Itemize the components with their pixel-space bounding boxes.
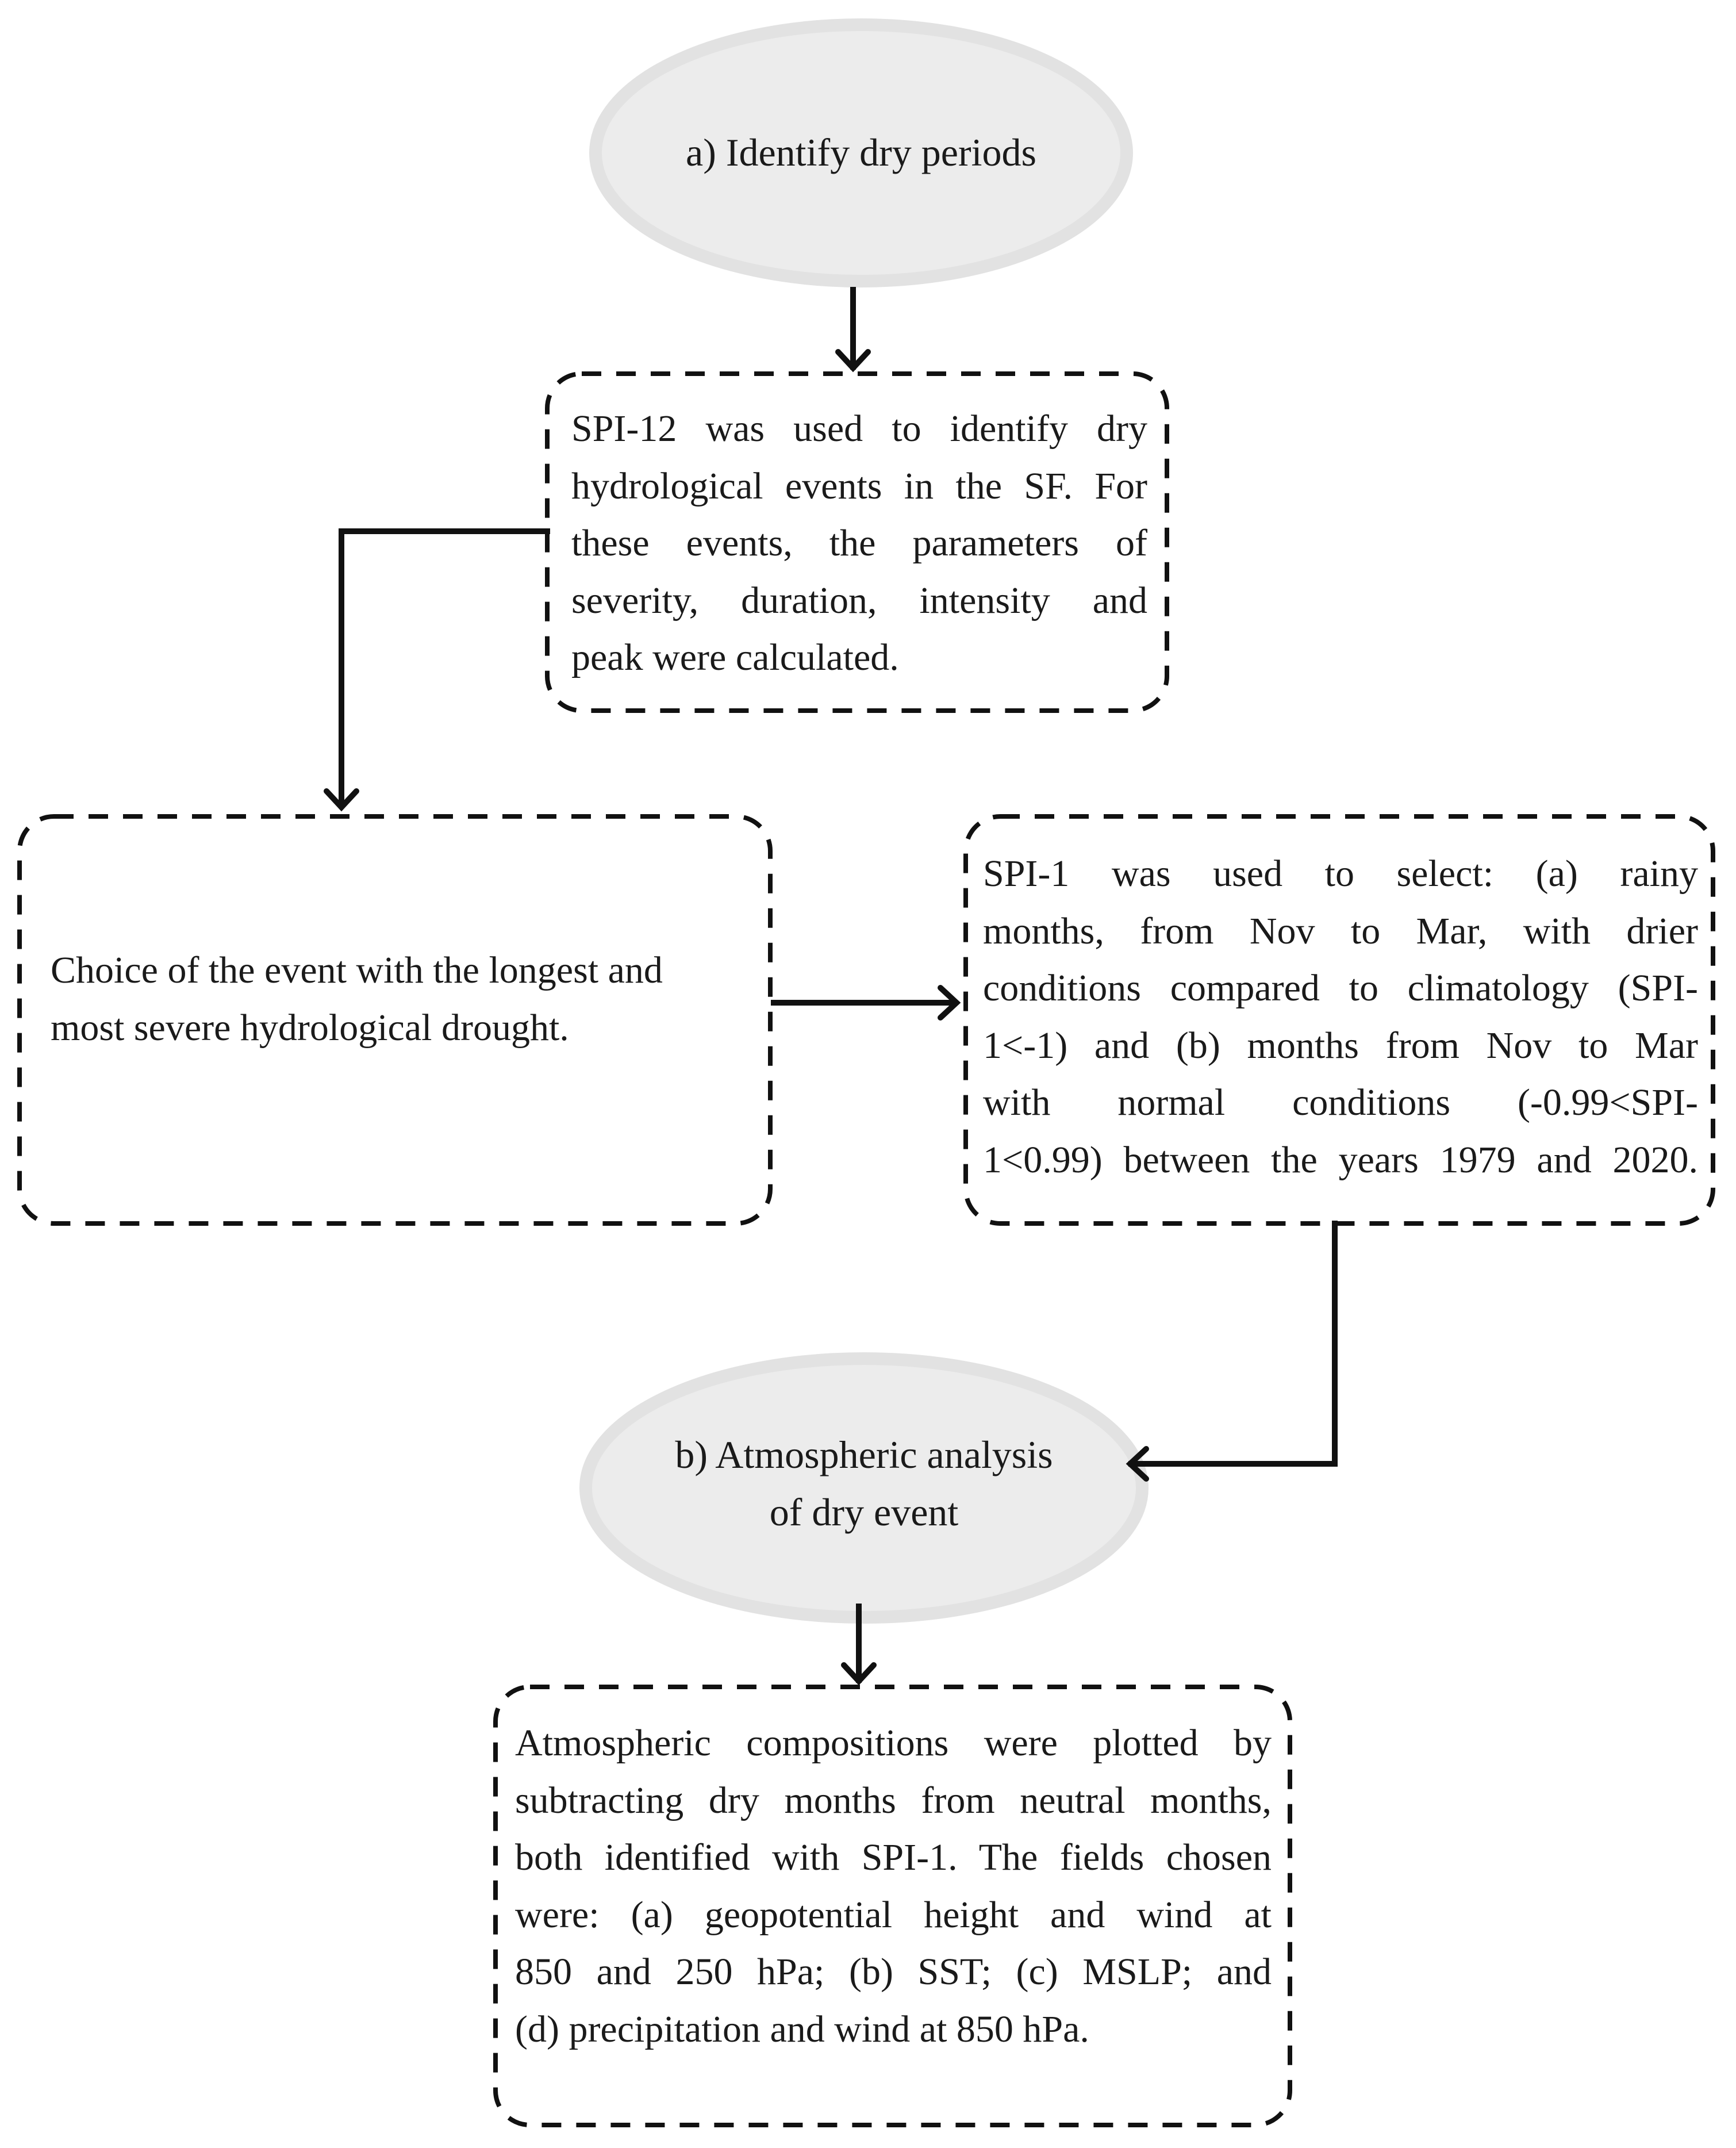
- arrowhead-choice-to-spi1: [938, 985, 961, 1021]
- spi12-line-2: hydrological events in the SF. For: [571, 465, 1147, 507]
- choice-event-text: Choice of the event with the longest and…: [51, 942, 758, 1056]
- atmospheric-line-2: of dry event: [769, 1490, 959, 1534]
- compositions-text: Atmospheric compositions were plotted by…: [515, 1714, 1272, 2058]
- arrowhead-identify-to-spi12: [835, 349, 871, 373]
- spi1-line-1: SPI-1 was used to select: (a) rainy: [983, 853, 1698, 895]
- atmospheric-line-1: b) Atmospheric analysis: [675, 1433, 1053, 1476]
- compositions-line-1: Atmospheric compositions were plotted by: [515, 1722, 1272, 1764]
- spi12-line-3: these events, the parameters of: [571, 522, 1147, 564]
- spi12-text: SPI-12 was used to identify dry hydrolog…: [571, 400, 1147, 686]
- choice-event-box: [17, 814, 773, 1226]
- spi1-box: [963, 814, 1715, 1226]
- arrowhead-spi12-to-choice: [324, 788, 359, 812]
- choice-line-2: most severe hydrological drought.: [51, 1006, 569, 1049]
- compositions-line-4: were: (a) geopotential height and wind a…: [515, 1893, 1272, 1936]
- spi12-box: [545, 371, 1169, 713]
- atmospheric-analysis-label: b) Atmospheric analysis of dry event: [586, 1414, 1142, 1552]
- spi1-line-2: months, from Nov to Mar, with drier: [983, 910, 1698, 952]
- choice-line-1: Choice of the event with the longest and: [51, 949, 663, 991]
- arrow-spi12-to-choice: [339, 528, 550, 808]
- identify-dry-periods-label: a) Identify dry periods: [596, 103, 1127, 201]
- spi12-line-5: peak were calculated.: [571, 636, 899, 678]
- spi1-text: SPI-1 was used to select: (a) rainy mont…: [983, 845, 1698, 1188]
- atmospheric-compositions-box: [493, 1685, 1292, 2127]
- compositions-line-3: both identified with SPI-1. The fields c…: [515, 1836, 1272, 1878]
- identify-line-1: a) Identify dry periods: [686, 131, 1036, 174]
- atmospheric-analysis-ellipse: [579, 1352, 1149, 1624]
- spi1-line-6: 1<0.99) between the years 1979 and 2020.: [983, 1138, 1698, 1181]
- arrowhead-atmospheric-to-compositions: [841, 1662, 877, 1686]
- spi1-line-4: 1<-1) and (b) months from Nov to Mar: [983, 1024, 1698, 1067]
- spi12-line-4: severity, duration, intensity and: [571, 579, 1147, 622]
- arrow-spi1-to-atmospheric: [1128, 1221, 1338, 1467]
- compositions-line-5: 850 and 250 hPa; (b) SST; (c) MSLP; and: [515, 1951, 1272, 1993]
- spi1-line-3: conditions compared to climatology (SPI-: [983, 967, 1698, 1009]
- spi1-line-5: with normal conditions (-0.99<SPI-: [983, 1081, 1698, 1123]
- spi12-line-1: SPI-12 was used to identify dry: [571, 408, 1147, 450]
- compositions-line-2: subtracting dry months from neutral mont…: [515, 1779, 1272, 1821]
- compositions-line-6: (d) precipitation and wind at 850 hPa.: [515, 2008, 1089, 2050]
- arrowhead-spi1-to-atmospheric: [1126, 1446, 1149, 1482]
- identify-dry-periods-ellipse: [589, 18, 1133, 287]
